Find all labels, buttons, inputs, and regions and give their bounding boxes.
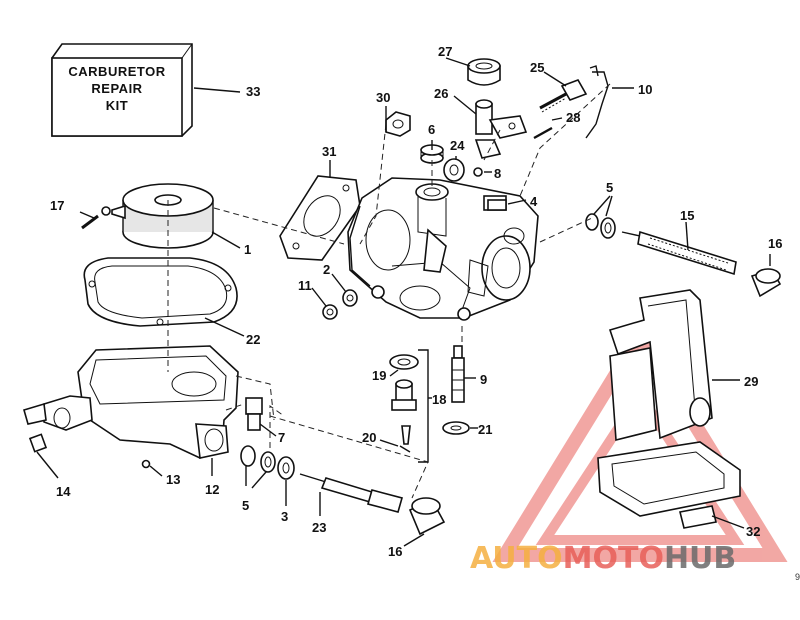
- watermark-part3: HUB: [664, 541, 736, 576]
- callout-22: 22: [246, 332, 260, 347]
- callout-33: 33: [246, 84, 260, 99]
- bowl-gasket: [83, 257, 238, 327]
- plug-16-lower: [408, 497, 446, 536]
- callout-16-lower: 16: [388, 544, 402, 559]
- callout-13: 13: [166, 472, 180, 487]
- callout-5-left: 5: [242, 498, 249, 513]
- float-bowl: [23, 345, 239, 459]
- callout-19: 19: [372, 368, 386, 383]
- callout-16-right: 16: [768, 236, 782, 251]
- callout-9: 9: [480, 372, 487, 387]
- plug-16-right: [750, 268, 782, 298]
- callout-1: 1: [244, 242, 251, 257]
- cap-27: [467, 58, 501, 86]
- kit-label-line1: CARBURETOR: [68, 64, 165, 79]
- callout-7: 7: [278, 430, 285, 445]
- flange-gasket: [279, 175, 361, 261]
- callout-29: 29: [744, 374, 758, 389]
- float-part: [101, 183, 214, 249]
- callout-21: 21: [478, 422, 492, 437]
- watermark-part1: AUTO: [470, 541, 563, 576]
- screw-4: [487, 199, 507, 211]
- nut-30: [385, 111, 411, 137]
- callout-15: 15: [680, 208, 694, 223]
- jet-9: [451, 345, 465, 403]
- screw-25: [539, 79, 588, 113]
- callout-10: 10: [638, 82, 652, 97]
- needle-15: [621, 230, 737, 276]
- callout-14: 14: [56, 484, 71, 499]
- float-pin: [81, 214, 99, 230]
- cover-32: [597, 441, 741, 529]
- watermark-part2: MOTO: [563, 541, 664, 576]
- callout-3: 3: [281, 509, 288, 524]
- callout-12: 12: [205, 482, 219, 497]
- callout-18: 18: [432, 392, 446, 407]
- callout-24: 24: [450, 138, 465, 153]
- callout-8: 8: [494, 166, 501, 181]
- needle-seat: [391, 379, 417, 411]
- carburetor-body: [347, 177, 539, 321]
- callout-23: 23: [312, 520, 326, 535]
- watermark-text: AUTOMOTOHUB: [470, 541, 736, 576]
- kit-label-line3: KIT: [106, 98, 128, 113]
- callout-31: 31: [322, 144, 336, 159]
- callout-17: 17: [50, 198, 64, 213]
- callout-6: 6: [428, 122, 435, 137]
- callout-5-right: 5: [606, 180, 613, 195]
- callout-20: 20: [362, 430, 376, 445]
- choke-lever-26: [474, 99, 528, 159]
- callout-25: 25: [530, 60, 544, 75]
- screw-7: [245, 397, 263, 431]
- corner-mark: 9: [795, 572, 800, 582]
- callout-30: 30: [376, 90, 390, 105]
- needle-23: [299, 473, 403, 513]
- watermark-logo: AUTOMOTOHUB: [470, 541, 736, 576]
- kit-label-line2: REPAIR: [91, 81, 142, 96]
- bracket-29: [608, 289, 713, 442]
- needle-valve-20: [399, 425, 411, 453]
- repair-kit-box: CARBURETOR REPAIR KIT: [51, 43, 193, 137]
- callout-32: 32: [746, 524, 760, 539]
- callout-2: 2: [323, 262, 330, 277]
- callout-4: 4: [530, 194, 538, 209]
- link-rod-10: [585, 65, 609, 139]
- callout-26: 26: [434, 86, 448, 101]
- callout-27: 27: [438, 44, 452, 59]
- callout-11: 11: [298, 278, 312, 293]
- callout-28: 28: [566, 110, 580, 125]
